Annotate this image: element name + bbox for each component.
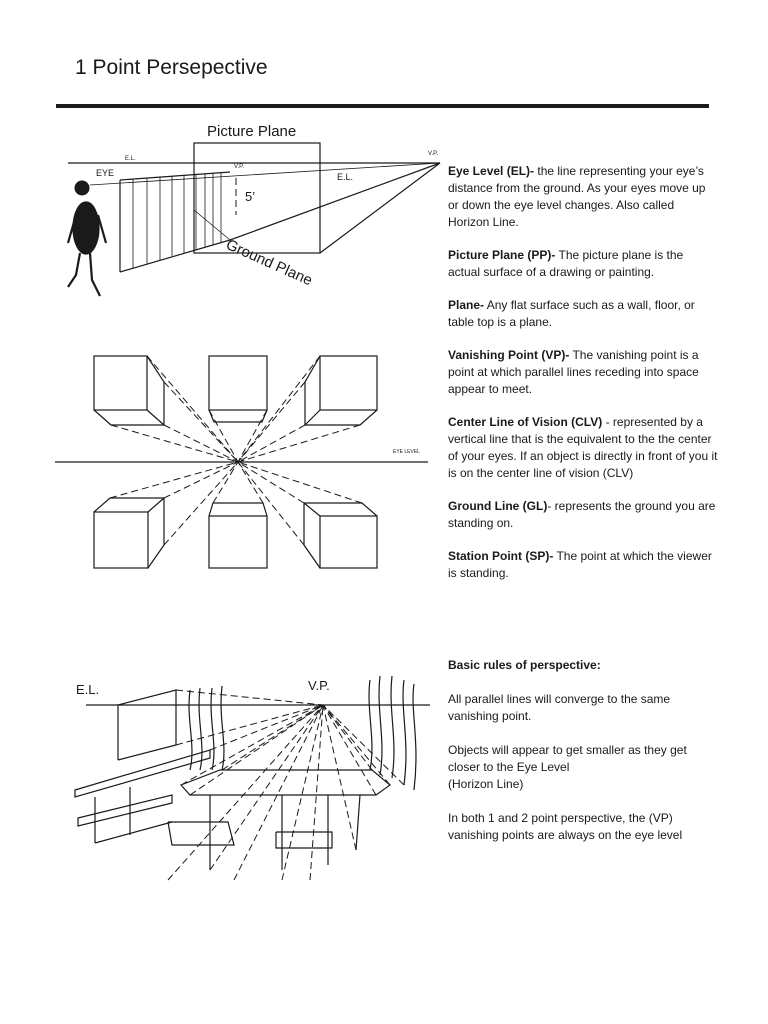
wall-top	[119, 171, 231, 181]
sight-line	[89, 162, 441, 186]
shelf-base	[94, 821, 173, 844]
definition-term: Ground Line (GL)	[448, 499, 548, 513]
box-front	[319, 515, 378, 569]
curtain-right	[368, 675, 417, 791]
curtain-left	[188, 685, 225, 771]
eye-level-label: EYE LEVEL	[393, 449, 420, 455]
definition-text: The picture plane is the actual surface …	[448, 248, 684, 279]
el-label: E.L.	[76, 682, 99, 697]
picture-plane-title: Picture Plane	[207, 123, 296, 140]
chair-seat	[167, 821, 235, 846]
box-side	[303, 502, 378, 569]
rule-item: In both 1 and 2 point perspective, the (…	[448, 811, 683, 842]
box-front	[319, 355, 378, 411]
height-label: 5’	[245, 189, 255, 204]
picture-plane-figure: Picture Plane E.L. V.P. EYE E.L. V.P. 5’…	[66, 123, 441, 297]
basic-rules: Basic rules of perspective: All parallel…	[448, 657, 718, 861]
room-convergence-lines	[167, 689, 405, 881]
rule-item: All parallel lines will converge to the …	[448, 692, 671, 723]
wall-bottom	[119, 239, 231, 273]
definitions-list: Eye Level (EL)- the line representing yo…	[448, 163, 718, 598]
definition-center-line: Center Line of Vision (CLV) - represente…	[448, 414, 718, 482]
figure-body	[72, 201, 100, 255]
definition-text: - represented by a vertical line that is…	[448, 415, 718, 480]
table-leg	[355, 794, 361, 851]
box-side	[93, 497, 165, 569]
box-edge	[147, 497, 165, 513]
figure-head	[74, 180, 90, 196]
definition-text: Any flat surface such as a wall, floor, …	[448, 298, 695, 329]
box-front	[208, 355, 268, 411]
box-edge	[304, 409, 321, 426]
figure-arm	[66, 214, 78, 244]
box-edge	[303, 502, 321, 517]
page-title: 1 Point Persepective	[75, 56, 268, 79]
box-front	[208, 515, 268, 569]
window-frame	[117, 689, 177, 761]
box-edge	[146, 409, 165, 426]
definition-picture-plane: Picture Plane (PP)- The picture plane is…	[448, 247, 718, 281]
definition-term: Center Line of Vision (CLV)	[448, 415, 603, 429]
vp-label: V.P.	[234, 164, 244, 170]
box-front	[93, 355, 148, 411]
chair-seat	[275, 831, 333, 849]
ground-line	[193, 209, 231, 241]
definition-text: The point at which the viewer is standin…	[448, 549, 712, 580]
box-side	[208, 502, 268, 517]
figure-leg	[67, 252, 82, 288]
rule-item: Objects will appear to get smaller as th…	[448, 743, 687, 791]
el-label-left: E.L.	[125, 156, 136, 162]
vp-label-far: V.P.	[428, 151, 438, 157]
convergence-lines	[109, 355, 363, 546]
basic-rules-heading: Basic rules of perspective:	[448, 658, 601, 672]
definition-term: Plane-	[448, 298, 485, 312]
box-side	[93, 355, 165, 426]
figure-leg	[88, 252, 101, 297]
title-rule	[56, 104, 709, 108]
box-front	[93, 511, 149, 569]
definition-eye-level: Eye Level (EL)- the line representing yo…	[448, 163, 718, 231]
definition-text: - represents the ground you are standing…	[448, 499, 716, 530]
definition-term: Eye Level (EL)-	[448, 164, 535, 178]
definition-term: Vanishing Point (VP)-	[448, 348, 570, 362]
shelf-lower	[77, 794, 173, 827]
definition-plane: Plane- Any flat surface such as a wall, …	[448, 297, 718, 331]
definition-term: Station Point (SP)-	[448, 549, 554, 563]
definition-station-point: Station Point (SP)- The point at which t…	[448, 548, 718, 582]
ground-line	[319, 162, 441, 254]
el-label-right: E.L.	[337, 172, 353, 182]
boxes-vanishing-figure: EYE LEVEL	[55, 355, 428, 569]
vp-label: V.P.	[308, 678, 330, 693]
ground-line	[229, 162, 441, 241]
definition-term: Picture Plane (PP)-	[448, 248, 556, 262]
definition-ground-line: Ground Line (GL)- represents the ground …	[448, 498, 718, 532]
shelf-top	[74, 749, 211, 798]
table-top	[179, 769, 391, 796]
ground-plane-label: Ground Plane	[223, 236, 314, 289]
eye-label: EYE	[96, 168, 114, 178]
room-interior-figure: E.L. V.P.	[74, 675, 430, 881]
picture-plane-frame	[193, 142, 321, 254]
box-side	[208, 409, 268, 423]
definition-text: The vanishing point is a point at which …	[448, 348, 699, 396]
definition-text: the line representing your eye’s distanc…	[448, 164, 706, 229]
figure-arm	[96, 214, 108, 244]
definition-vanishing-point: Vanishing Point (VP)- The vanishing poin…	[448, 347, 718, 398]
